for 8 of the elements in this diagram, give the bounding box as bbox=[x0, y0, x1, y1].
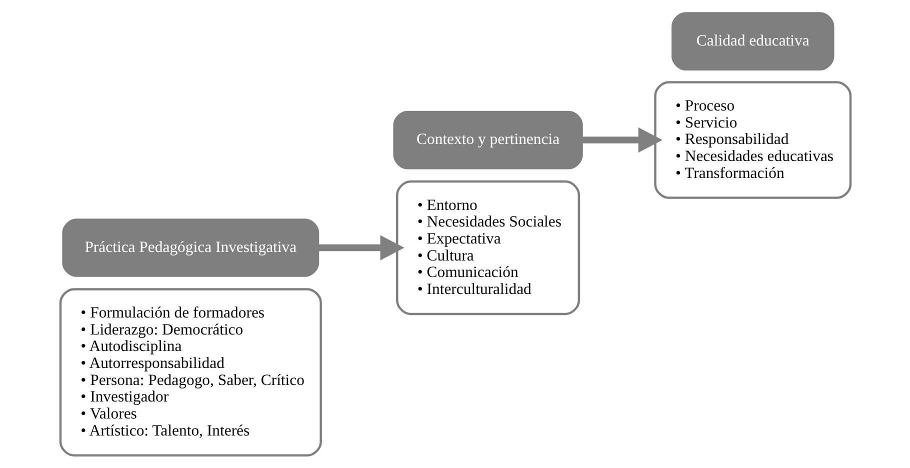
node-box: Práctica Pedagógica Investigativa bbox=[62, 218, 319, 277]
node-box: • Formulación de formadores • Liderazgo: Democrático • Autodisciplina • Autorresponsabilidad • Persona: Pedagogo, Saber, Crítico • Investigador • Valores • Artístico: Talento, Interés bbox=[58, 288, 322, 456]
node-box: • Entorno • Necesidades Sociales • Expectativa • Cultura • Comunicación • Interculturalidad bbox=[396, 180, 580, 316]
arrow bbox=[582, 127, 662, 153]
node-box: Contexto y pertinencia bbox=[392, 110, 582, 170]
node-box: • Proceso • Servicio • Responsabilidad • Necesidades educativas • Transformación bbox=[654, 81, 852, 199]
arrow bbox=[318, 235, 404, 260]
node-box: Calidad educativa bbox=[671, 12, 834, 70]
